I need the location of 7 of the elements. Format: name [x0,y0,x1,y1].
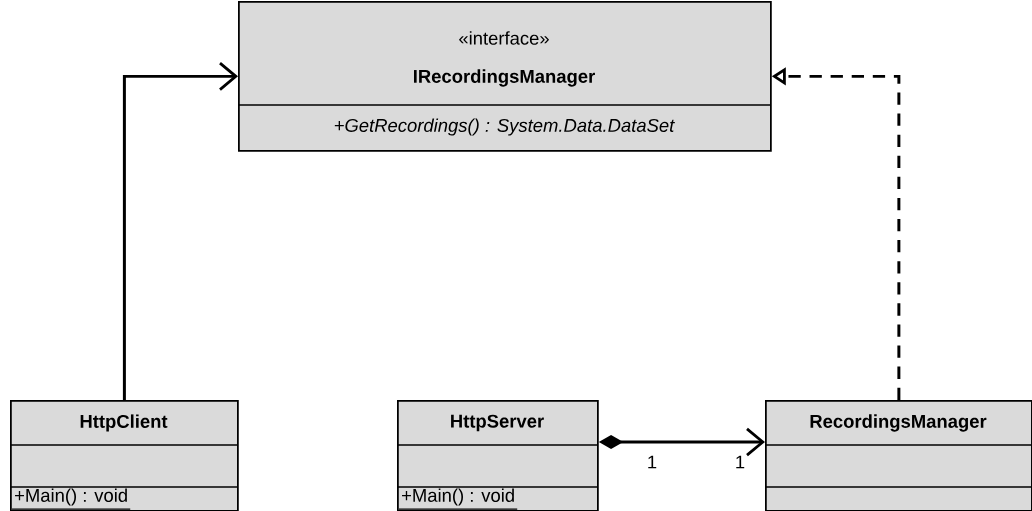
multiplicity: 1 [648,455,657,469]
class-box: HttpClient +Main() : void [9,400,239,511]
arrow [122,62,238,400]
class-box: HttpServer +Main() : void [396,400,599,511]
multiplicity: 1 [736,455,745,469]
class-box: RecordingsManager [764,400,1032,511]
class-box: «interface» IRecordingsManager +GetRecordings() : System.Data.DataSet [237,1,772,152]
